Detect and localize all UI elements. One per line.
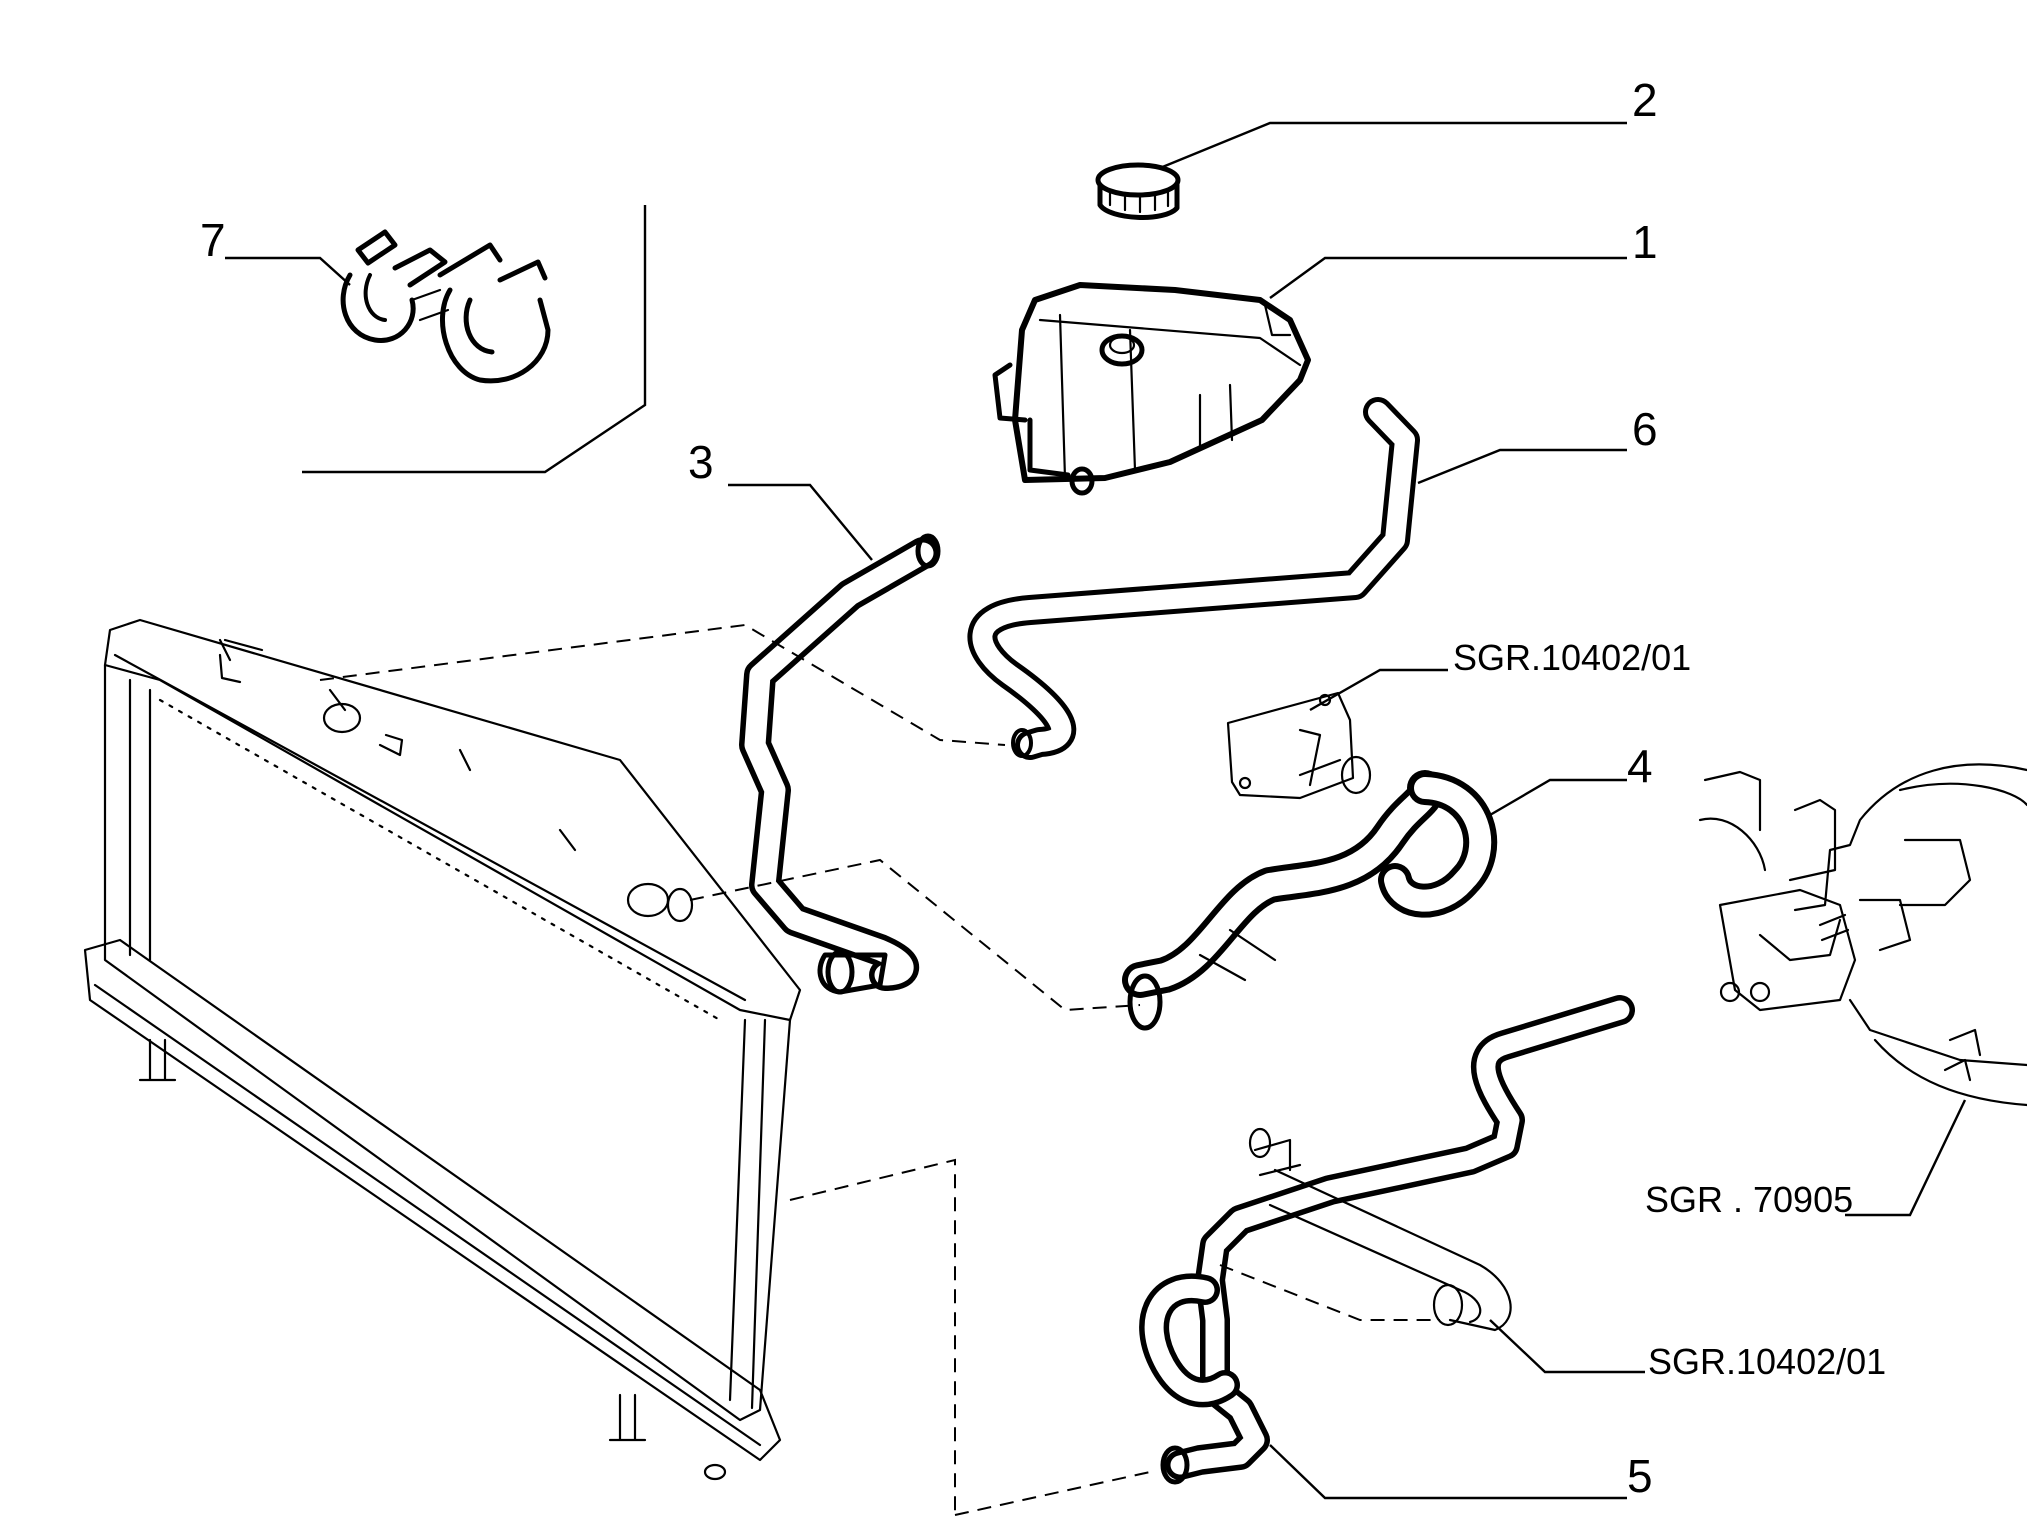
- leader-3: [728, 483, 873, 561]
- flange-part: [1226, 691, 1372, 800]
- leader-ref-lower: [1489, 1319, 1645, 1374]
- leader-5: [1269, 1444, 1627, 1500]
- callout-6: 6: [1632, 403, 1658, 455]
- ref-label-upper: SGR.10402/01: [1453, 637, 1691, 678]
- leader-ref-engine: [1845, 1099, 1967, 1217]
- callout-1: 1: [1632, 216, 1658, 268]
- callout-7: 7: [200, 214, 226, 266]
- callout-3: 3: [688, 436, 714, 488]
- hose-5: [1139, 995, 1635, 1485]
- hose-3: [739, 533, 941, 995]
- hose-clip-7: [340, 229, 551, 384]
- leader-ref-upper: [1309, 668, 1448, 712]
- callout-4: 4: [1627, 740, 1653, 792]
- expansion-tank-1: [992, 282, 1311, 496]
- assembly-lines: [319, 623, 1440, 1516]
- leader-6: [1417, 448, 1627, 485]
- group-bracket-7: [302, 205, 647, 474]
- callout-5: 5: [1627, 1450, 1653, 1502]
- leader-7: [225, 256, 351, 286]
- callout-2: 2: [1632, 74, 1658, 126]
- leader-4: [1489, 778, 1627, 817]
- radiator: [83, 618, 802, 1481]
- ref-label-engine: SGR . 70905: [1645, 1179, 1853, 1220]
- hose-6: [967, 397, 1420, 760]
- leader-lines: [225, 121, 1967, 1500]
- engine-block: [1698, 763, 2027, 1107]
- ref-label-lower: SGR.10402/01: [1648, 1341, 1886, 1382]
- hose-4: [1122, 770, 1498, 1031]
- leader-1: [1269, 256, 1627, 299]
- leader-2: [1159, 121, 1627, 170]
- filler-cap-2: [1095, 162, 1181, 220]
- lower-pipe-part: [1248, 1127, 1512, 1332]
